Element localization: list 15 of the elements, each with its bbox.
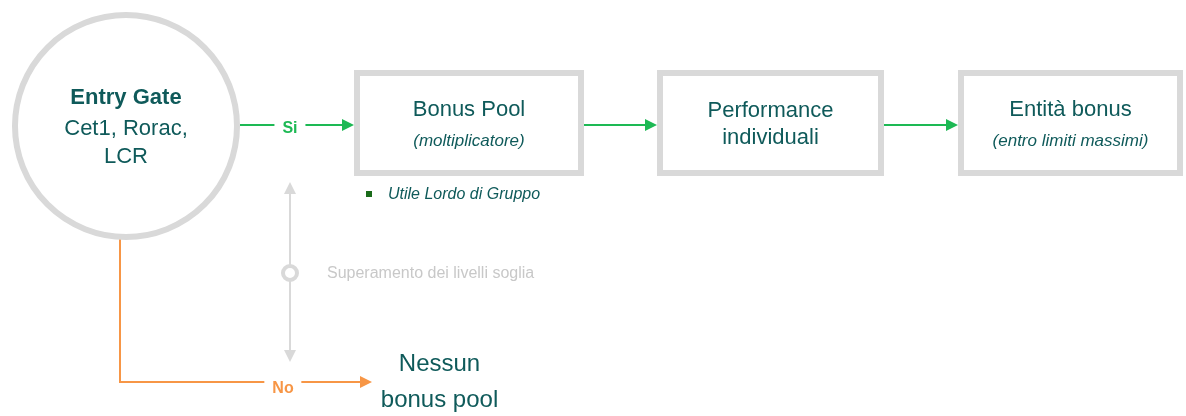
node-title: Entità bonus (1009, 94, 1132, 123)
node-title: Performance individuali (706, 95, 835, 151)
arrow (583, 119, 657, 131)
arrow (119, 238, 372, 388)
process-box (958, 70, 1183, 176)
process-box (657, 70, 884, 176)
node-title: Bonus Pool (412, 94, 526, 123)
node-subtitle: Cet1, Rorac, LCR (63, 114, 189, 170)
note-text: Utile Lordo di Gruppo (388, 184, 541, 204)
node-title: Nessun bonus pool (379, 348, 500, 414)
node-subtitle: (entro limiti massimi) (992, 130, 1149, 152)
node-subtitle: (moltiplicatore) (413, 130, 525, 152)
arrow (883, 119, 958, 131)
node-title: Entry Gate (70, 82, 182, 111)
process-box (354, 70, 584, 176)
